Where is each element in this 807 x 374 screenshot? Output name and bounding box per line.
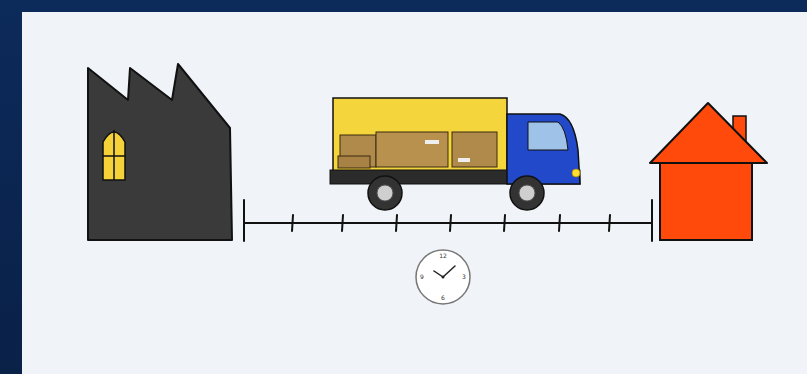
truck-cab (507, 114, 580, 184)
house-body (660, 163, 752, 240)
ruler-tick (342, 215, 343, 231)
factory-building (88, 64, 232, 240)
clock-numeral: 6 (441, 295, 445, 301)
ruler-tick (559, 215, 560, 231)
ruler-line (244, 222, 652, 224)
wheel (510, 176, 544, 210)
wheel-hub (377, 185, 393, 201)
parcel (376, 132, 448, 167)
ruler-tick (450, 215, 451, 231)
parcel-tag (458, 158, 470, 162)
window-bar (103, 155, 125, 157)
ruler-tick (292, 215, 293, 231)
ruler-end (243, 200, 245, 241)
wheel-hub (519, 185, 535, 201)
headlight (572, 169, 580, 177)
clock-pin (442, 276, 445, 279)
parcel (338, 156, 370, 168)
hour-hand (434, 271, 443, 277)
wheel (368, 176, 402, 210)
ruler-tick (396, 215, 397, 231)
house-roof (650, 103, 767, 163)
parcel-tag (425, 140, 439, 144)
clock-numeral: 3 (462, 274, 466, 280)
factory (88, 64, 232, 240)
clock (416, 250, 470, 304)
minute-hand (443, 266, 455, 277)
ruler-tick (609, 215, 610, 231)
cab-window (528, 122, 568, 150)
clock-numeral: 9 (420, 274, 424, 280)
clock-face (416, 250, 470, 304)
window-bar (113, 130, 115, 180)
ruler-end (651, 200, 653, 241)
time-ruler (244, 200, 652, 241)
parcel (452, 132, 497, 167)
cargo-box (333, 98, 507, 172)
house (650, 103, 767, 240)
clock-numeral: 12 (439, 253, 447, 259)
truck (330, 98, 580, 210)
ruler-tick (504, 215, 505, 231)
